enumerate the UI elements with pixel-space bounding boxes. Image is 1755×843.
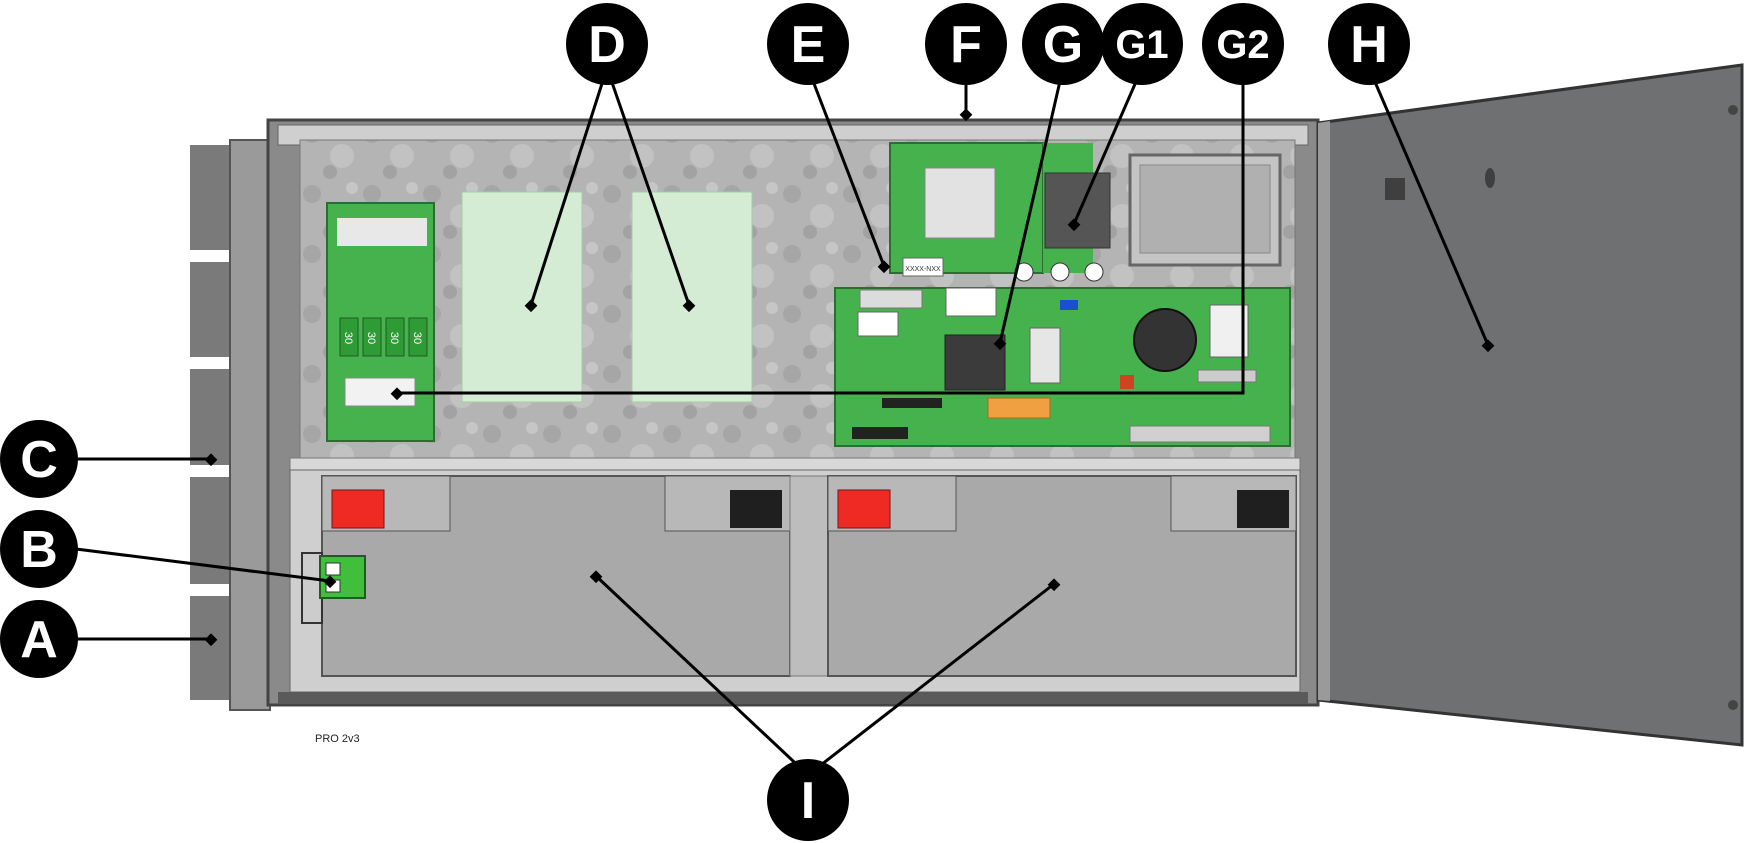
callout-f: F [925, 3, 1007, 85]
enclosure-door [1316, 63, 1744, 747]
side-fins [190, 139, 271, 711]
battery-divider [789, 475, 829, 677]
module-slot-right [631, 191, 753, 403]
chip-label: XXXX-NXX [905, 266, 941, 273]
svg-text:A: A [20, 611, 58, 669]
battery-right [827, 475, 1297, 677]
display-screen [1139, 164, 1271, 254]
svg-text:G2: G2 [1216, 23, 1269, 67]
callout-g: G [1022, 3, 1104, 85]
leader-lines [75, 67, 1490, 777]
svg-text:D: D [588, 16, 626, 74]
callout-g2: G2 [1202, 3, 1284, 85]
svg-text:G1: G1 [1115, 23, 1168, 67]
fuse-label: 30 [342, 332, 354, 344]
svg-text:B: B [20, 521, 58, 579]
fuse-label: 30 [388, 332, 400, 344]
callout-b: B [0, 510, 78, 588]
callout-d: D [566, 3, 648, 85]
svg-text:C: C [20, 431, 58, 489]
fuse-board: 30 30 30 30 [326, 202, 435, 442]
module-slot-left [461, 191, 583, 403]
upper-board: XXXX-NXX [889, 142, 1111, 282]
model-label: PRO 2v3 [315, 733, 360, 745]
callout-c: C [0, 420, 78, 498]
battery-left [321, 475, 791, 677]
fuse-label: 30 [411, 332, 423, 344]
callout-g1: G1 [1101, 3, 1183, 85]
main-board [834, 287, 1291, 447]
callout-i: I [767, 759, 849, 841]
terminal-block [301, 552, 366, 624]
fuse-label: 30 [365, 332, 377, 344]
callout-e: E [767, 3, 849, 85]
callout-h: H [1328, 3, 1410, 85]
svg-text:I: I [801, 772, 815, 830]
callout-a: A [0, 600, 78, 678]
svg-text:F: F [950, 16, 982, 74]
svg-text:G: G [1043, 16, 1083, 74]
svg-text:E: E [791, 16, 826, 74]
svg-text:H: H [1350, 16, 1388, 74]
